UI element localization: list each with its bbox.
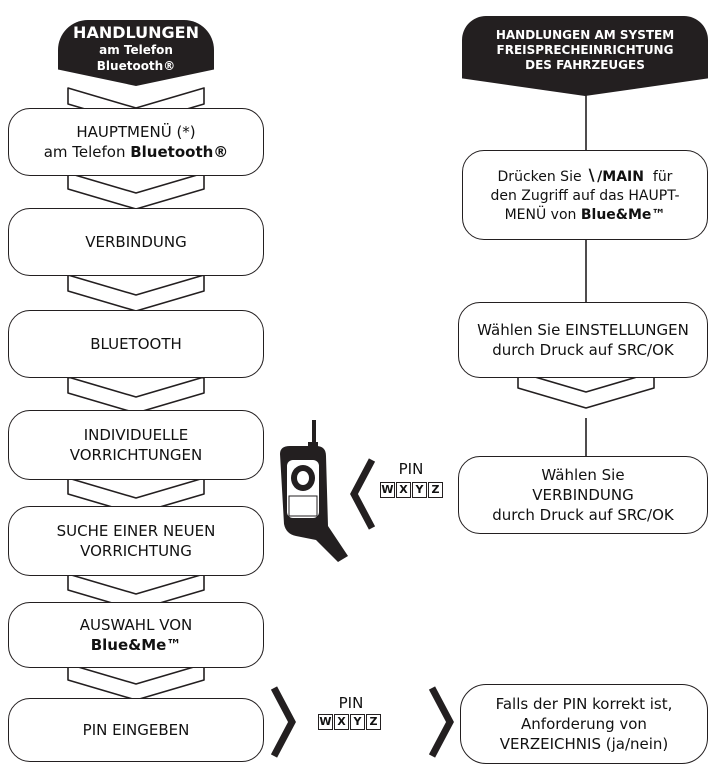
step-press-main-line1: Drücken Sie ∖/MAIN für (497, 165, 673, 185)
step-select-settings: Wählen Sie EINSTELLUNGEN durch Druck auf… (458, 302, 708, 378)
pin-key: X (396, 482, 411, 498)
step-individual-devices-line1: INDIVIDUELLE (83, 426, 189, 444)
pin-arrow-right-1 (270, 686, 296, 758)
step-press-main-line2: den Zugriff auf das HAUPT- (490, 187, 680, 204)
step-bluetooth-label: BLUETOOTH (90, 335, 182, 353)
step-pin-correct-line2: Anforderung von (521, 715, 647, 733)
step-connection: VERBINDUNG (8, 208, 264, 276)
step-individual-devices: INDIVIDUELLE VORRICHTUNGEN (8, 410, 264, 480)
pin-key: Y (412, 482, 427, 498)
step-main-menu: HAUPTMENÜ (*) am Telefon Bluetooth® (8, 108, 264, 176)
step-pin-correct-line1: Falls der PIN korrekt ist, (495, 695, 673, 713)
step-main-menu-line1: HAUPTMENÜ (*) (76, 123, 196, 141)
pin-arrow-left (350, 458, 376, 530)
step-main-menu-line2: am Telefon Bluetooth® (43, 143, 229, 161)
pin-key: W (318, 714, 333, 730)
left-header: HANDLUNGEN am Telefon Bluetooth® (58, 20, 214, 86)
flow-arrow (67, 274, 205, 312)
step-connection-label: VERBINDUNG (85, 233, 187, 251)
step-bluetooth: BLUETOOTH (8, 310, 264, 378)
step-search-device-line1: SUCHE EINER NEUEN (56, 522, 216, 540)
step-select-blueme-line1: AUSWAHL VON (79, 616, 193, 634)
pin-middle-label: PIN (398, 460, 424, 478)
step-pin-correct-line3: VERZEICHNIS (ja/nein) (499, 735, 669, 753)
mobile-phone-icon (280, 420, 348, 562)
pin-bottom-keys: W X Y Z (318, 714, 381, 730)
pin-arrow-right-2 (428, 686, 454, 758)
left-header-line2: am Telefon Bluetooth® (96, 42, 176, 73)
pin-middle-keys: W X Y Z (380, 482, 443, 498)
step-select-connection-line1: Wählen Sie (541, 466, 625, 484)
step-select-blueme: AUSWAHL VON Blue&Me™ (8, 602, 264, 668)
step-select-connection-line2: VERBINDUNG (532, 486, 634, 504)
step-select-connection: Wählen Sie VERBINDUNG durch Druck auf SR… (458, 456, 708, 534)
step-search-device: SUCHE EINER NEUEN VORRICHTUNG (8, 506, 264, 576)
step-search-device-line2: VORRICHTUNG (80, 542, 192, 560)
pin-key: Y (350, 714, 365, 730)
right-header-line3: DES FAHRZEUGES (525, 57, 645, 72)
pin-bottom-label: PIN (338, 694, 364, 712)
step-select-connection-line3: durch Druck auf SRC/OK (492, 506, 674, 524)
step-enter-pin-label: PIN EINGEBEN (82, 721, 190, 739)
step-select-blueme-line2: Blue&Me™ (90, 636, 182, 654)
right-header: HANDLUNGEN AM SYSTEM FREISPRECHEINRICHTU… (462, 16, 708, 96)
flow-arrow (67, 376, 205, 414)
step-select-settings-line1: Wählen Sie EINSTELLUNGEN (477, 321, 689, 339)
pin-key: X (334, 714, 349, 730)
left-header-line1: HANDLUNGEN (73, 22, 199, 42)
step-select-settings-line2: durch Druck auf SRC/OK (492, 341, 674, 359)
pin-key: Z (366, 714, 381, 730)
pin-key: W (380, 482, 395, 498)
step-press-main: Drücken Sie ∖/MAIN für den Zugriff auf d… (462, 150, 708, 240)
step-press-main-line3: MENÜ von Blue&Me™ (504, 206, 666, 223)
flow-arrow (67, 172, 205, 210)
right-header-line1: HANDLUNGEN AM SYSTEM (495, 27, 675, 42)
flow-arrow (67, 663, 205, 701)
phone-icon: ∖ (586, 165, 598, 185)
step-pin-correct: Falls der PIN korrekt ist, Anforderung v… (460, 684, 708, 764)
right-header-line2: FREISPRECHEINRICHTUNG (496, 42, 674, 57)
pin-key: Z (428, 482, 443, 498)
step-individual-devices-line2: VORRICHTUNGEN (69, 446, 203, 464)
flow-arrow-right (517, 371, 655, 409)
step-enter-pin: PIN EINGEBEN (8, 698, 264, 762)
